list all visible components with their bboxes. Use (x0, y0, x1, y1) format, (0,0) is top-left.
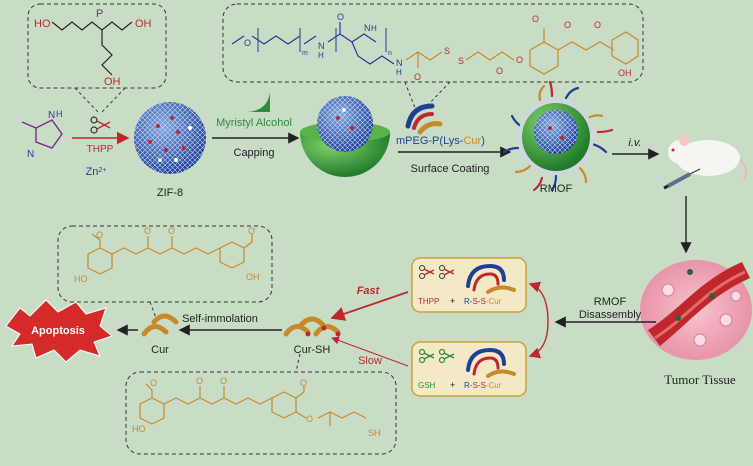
cur-ho: HO (74, 274, 88, 284)
fast-plus: + (450, 296, 455, 306)
cursh-sh: SH (368, 428, 381, 438)
polymer-s2: S (458, 56, 464, 66)
polymer-h3: H (396, 68, 402, 77)
polymer-s1: S (444, 46, 450, 56)
polymer-n-sub: n (388, 50, 392, 57)
cur-sh-icon (283, 316, 341, 337)
polymer-h2: H (371, 24, 377, 33)
thpp-structure-box: HO P OH OH (27, 3, 167, 113)
rmof-label: RMOF (540, 183, 573, 195)
polymer-nh1: N (318, 41, 325, 51)
peg-m: m (302, 50, 308, 57)
imidazole-n1: N (48, 110, 55, 121)
cur-sh-label: Cur-SH (294, 344, 331, 356)
gsh-scissors-icon (418, 348, 455, 364)
myristyl-alcohol-icon (248, 92, 270, 112)
imidazole-n2: N (27, 149, 34, 160)
cursh-o3: O (220, 376, 227, 386)
mouse-icon (668, 134, 748, 181)
disassembly-label-1: RMOF (594, 296, 627, 308)
cur-sh-structure-box: O O O O O HO SH (125, 353, 397, 455)
polymer-o6: O (532, 14, 539, 24)
prodrug-chain-icon-2 (466, 347, 516, 378)
polymer-o4: O (496, 66, 503, 76)
cursh-o2: O (196, 376, 203, 386)
imidazole-h: H (56, 109, 63, 119)
cur-o1: O (96, 230, 103, 240)
cur-o4: O (248, 226, 255, 236)
slow-arrow (331, 336, 409, 367)
slow-pathway-panel: GSH + R-S-S-Cur (411, 341, 527, 397)
scissors-icon (90, 116, 111, 134)
thpp-oh-3: OH (104, 76, 121, 88)
cur-oh: OH (246, 272, 260, 282)
zn-label: Zn2+ (86, 166, 107, 178)
zif8-nanoparticle (134, 102, 206, 174)
polymer-h1: H (318, 51, 324, 60)
2-methylimidazole-structure: N H N (21, 109, 63, 160)
disassembly-label-2: Disassembly (579, 309, 642, 321)
capping-label: Capping (234, 147, 275, 159)
polymer-structure-box: O m N H O n N H N H O S S O O O O O OH (222, 3, 644, 109)
slow-plus: + (450, 380, 455, 390)
apoptosis-label: Apoptosis (31, 325, 85, 337)
surface-coating-label: Surface Coating (411, 163, 490, 175)
rmof-nanoparticle (502, 80, 614, 192)
apoptosis-badge (5, 299, 114, 363)
cursh-ho: HO (132, 424, 146, 434)
peg-o1: O (244, 38, 251, 48)
polymer-oh: OH (618, 68, 632, 78)
polymer-chain-icon (405, 103, 443, 135)
slow-branch-arrow (528, 321, 549, 359)
cur-structure-box: O O O O HO OH (57, 225, 273, 319)
slow-label: Slow (358, 355, 382, 367)
fast-label: Fast (357, 285, 381, 297)
thpp-label: THPP (87, 144, 114, 155)
syringe-icon (663, 168, 701, 190)
iv-label: i.v. (628, 137, 641, 149)
fast-arrow (330, 291, 409, 321)
self-immolation-label: Self-immolation (182, 313, 258, 325)
tumor-tissue-image (640, 260, 752, 360)
slow-gsh-label: GSH (418, 381, 436, 390)
cursh-o4: O (300, 378, 307, 388)
thpp-ho-1: HO (34, 18, 51, 30)
cur-o2: O (144, 226, 151, 236)
tumor-tissue-label: Tumor Tissue (664, 372, 736, 387)
cursh-o1: O (150, 378, 157, 388)
cur-o3: O (168, 226, 175, 236)
polymer-nh2: N (364, 23, 371, 33)
fast-pathway-panel: THPP + R-S-S-Cur (411, 257, 527, 313)
polymer-nh3: N (396, 58, 403, 68)
cur-icon (141, 313, 179, 337)
slow-prodrug-label: R-S-S-Cur (464, 381, 502, 390)
cur-label: Cur (151, 344, 169, 356)
polymer-o7: O (564, 20, 571, 30)
polymer-o5: O (516, 55, 523, 65)
thpp-p-atom: P (96, 8, 103, 20)
polymer-o3: O (414, 72, 421, 82)
fast-branch-arrow (528, 281, 549, 323)
capped-nanoparticle (300, 96, 390, 177)
thpp-oh-2: OH (135, 18, 152, 30)
polymer-label: mPEG-P(Lys-Cur) (396, 135, 485, 147)
zif8-label: ZIF-8 (157, 187, 183, 199)
fast-thpp-label: THPP (418, 297, 439, 306)
myristyl-alcohol-label: Myristyl Alcohol (216, 117, 292, 129)
polymer-o2: O (337, 12, 344, 22)
fast-prodrug-label: R-S-S-Cur (464, 297, 502, 306)
cursh-o5: O (306, 414, 313, 424)
prodrug-chain-icon (466, 263, 516, 294)
polymer-o8: O (594, 20, 601, 30)
thpp-scissors-icon (419, 265, 455, 279)
